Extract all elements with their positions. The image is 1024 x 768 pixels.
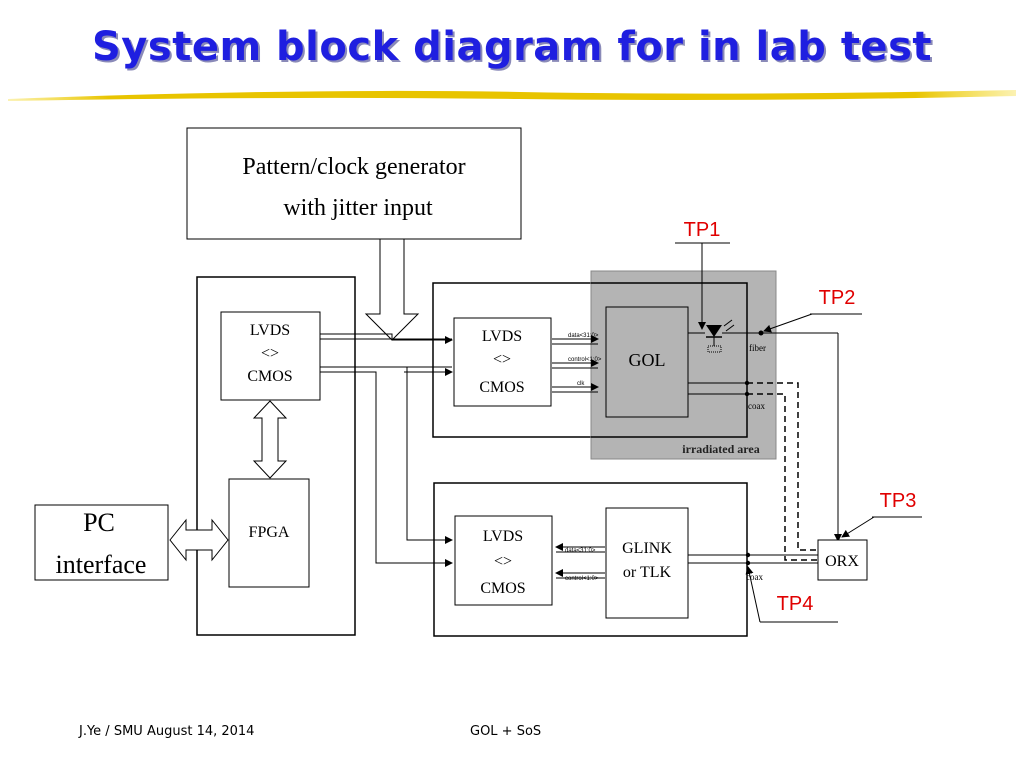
fpga-box [228,478,310,588]
laser-diode-icon [706,319,735,353]
top-control-bus-label: control<1:0> [568,357,602,363]
bottom-lvds-box [454,515,553,606]
left-lvds-line1: LVDS [250,322,290,339]
lvds-interconnect-lines [320,333,453,567]
coax-bottom-label: coax [746,572,763,582]
tp1-label: TP1 [684,219,721,241]
pattern-generator-box [186,127,522,240]
clock-hollow-arrow [364,238,420,341]
tp2-callout: TP2 [763,287,862,333]
bottom-bus-lines [555,543,605,579]
orx-box [817,539,868,581]
coax-dashed-link [747,382,818,561]
pattern-generator-line2: with jitter input [283,195,433,221]
pattern-generator-line1: Pattern/clock generator [242,154,465,180]
left-lvds-box [220,311,321,401]
gol-box [605,306,689,418]
pc-interface-line2: interface [56,550,147,579]
pc-interface-box [34,504,169,581]
lvds-fpga-double-arrow [252,400,288,479]
tp4-callout: TP4 [745,566,838,623]
tp4-label: TP4 [777,593,814,615]
gol-label: GOL [629,350,666,370]
bottom-lvds-line3: CMOS [480,580,525,597]
top-lvds-line1: LVDS [482,328,522,345]
left-lvds-line3: CMOS [247,368,292,385]
pc-interface-line1: PC [83,508,115,537]
host-board-box [196,276,356,636]
top-lvds-box [453,317,552,407]
top-lvds-line2: <> [493,351,511,368]
tp2-label: TP2 [819,287,856,309]
orx-label: ORX [825,553,859,570]
glink-box [605,507,689,619]
glink-line1: GLINK [622,540,672,557]
bottom-board-box [433,482,748,637]
bottom-lvds-line1: LVDS [483,528,523,545]
fpga-label: FPGA [249,524,290,541]
glink-coax-lines [688,554,818,564]
tp3-callout: TP3 [841,490,922,538]
slide-title: System block diagram for in lab test [92,24,932,70]
bottom-lvds-line2: <> [494,553,512,570]
fiber-label: fiber [749,343,766,353]
pc-fpga-double-arrow [169,518,229,562]
top-lvds-line3: CMOS [479,379,524,396]
bottom-control-bus-label: control<1:0> [565,576,599,582]
top-data-bus-label: data<31:0> [568,333,599,339]
left-lvds-line2: <> [261,345,279,362]
footer-topic: GOL + SoS [470,724,542,739]
irradiated-area-label: irradiated area [682,442,759,456]
coax-top-label: coax [748,401,765,411]
gol-output-lines [688,332,747,395]
glink-line2: or TLK [623,564,672,581]
bottom-data-bus-label: data<31:0> [565,548,596,554]
tp3-label: TP3 [880,490,917,512]
title-underline [8,90,1016,101]
top-bus-lines [552,335,599,393]
top-clk-bus-label: clk [577,381,585,387]
tp1-callout: TP1 [675,219,730,330]
footer-author-date: J.Ye / SMU August 14, 2014 [79,724,255,739]
